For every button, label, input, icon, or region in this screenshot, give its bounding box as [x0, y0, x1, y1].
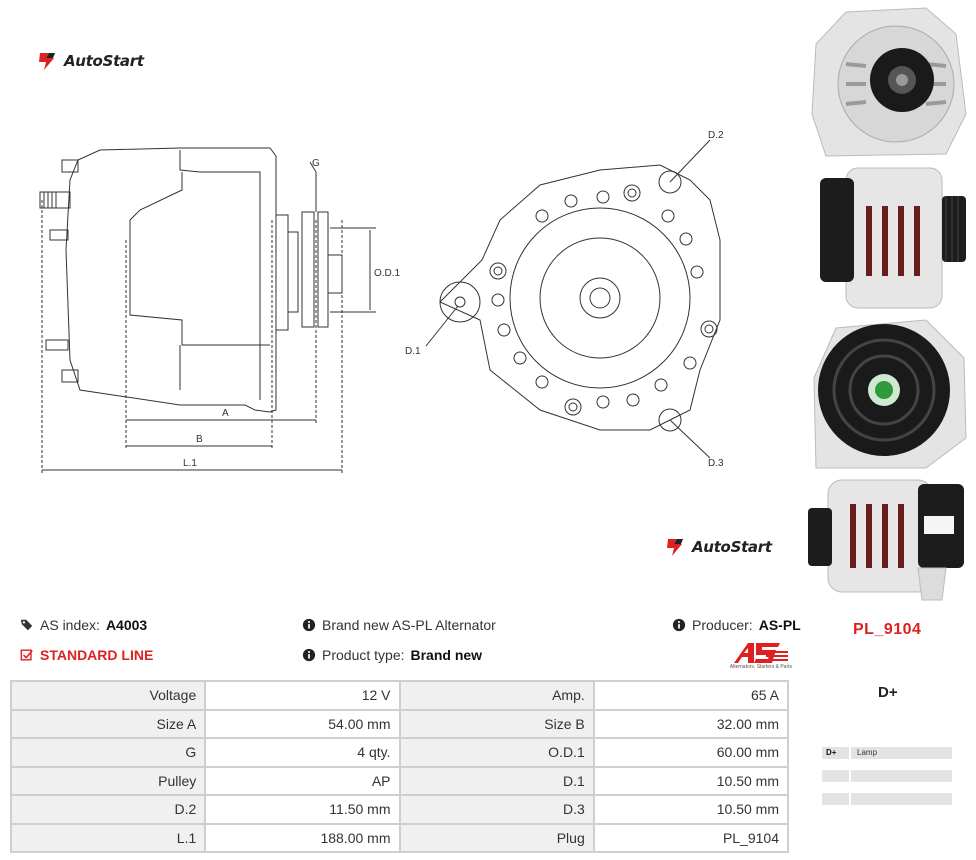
plug-pin-code: [822, 770, 849, 782]
label-d3: D.3: [708, 458, 724, 469]
spec-label: O.D.1: [398, 737, 595, 768]
as-index-label: AS index:: [40, 617, 100, 633]
front-view-housing: [439, 164, 721, 431]
as-pl-logo-mark: [734, 643, 788, 663]
autostart-logo-icon: [667, 539, 683, 556]
checkbox-icon: [20, 649, 33, 661]
spec-label: L.1: [9, 822, 207, 853]
plug-pin-desc: [851, 770, 952, 782]
plug-pin-desc: [851, 793, 952, 805]
pl-code: PL_9104: [853, 621, 922, 638]
table-row: Voltage 12 V Amp. 65 A: [9, 680, 790, 711]
brand-name-watermark: AutoStart: [692, 538, 772, 556]
product-photo-other-side[interactable]: [806, 474, 970, 606]
spec-value: AP: [204, 765, 401, 796]
alternator-front-image: [811, 7, 967, 157]
table-row: G 4 qty. O.D.1 60.00 mm: [9, 737, 790, 768]
product-photo-rear[interactable]: [806, 318, 970, 470]
autostart-logo-icon: [39, 53, 55, 70]
plug-pin-table: D+ Lamp: [822, 747, 952, 816]
technical-drawing: G O.D.1 A B L.1 D.1 D.2 D.3: [39, 130, 724, 475]
plug-row: [822, 793, 952, 805]
spec-value: PL_9104: [592, 822, 790, 853]
spec-value: 54.00 mm: [204, 708, 401, 739]
standard-line-text: STANDARD LINE: [40, 647, 154, 663]
producer-value: AS-PL: [758, 617, 801, 633]
spec-value: 188.00 mm: [204, 822, 401, 853]
spec-label: Plug: [398, 822, 595, 853]
as-pl-logo[interactable]: Alternators, Starters & Parts: [704, 642, 792, 672]
spec-label: Amp.: [398, 680, 595, 711]
brand-name: AutoStart: [64, 52, 144, 70]
plug-row: [822, 770, 952, 782]
info-icon: [302, 618, 316, 632]
plug-pin-desc: Lamp: [851, 747, 952, 759]
label-d2: D.2: [708, 130, 724, 141]
table-row: L.1 188.00 mm Plug PL_9104: [9, 822, 790, 853]
plug-pin-code: D+: [822, 747, 849, 759]
label-b: B: [196, 434, 203, 445]
table-row: D.2 11.50 mm D.3 10.50 mm: [9, 794, 790, 825]
table-row: Size A 54.00 mm Size B 32.00 mm: [9, 708, 790, 739]
spec-value: 32.00 mm: [592, 708, 790, 739]
as-pl-logo-caption: Alternators, Starters & Parts: [729, 664, 792, 670]
side-view-housing: [65, 147, 277, 413]
producer-info: Producer: AS-PL: [672, 617, 801, 633]
spec-value: 11.50 mm: [204, 794, 401, 825]
alternator-rear-image: [813, 319, 967, 469]
plug-row: D+ Lamp: [822, 747, 952, 759]
connector-title: D+: [878, 684, 898, 701]
info-icon: [302, 648, 316, 662]
product-type-label: Product type:: [322, 647, 405, 663]
spec-value: 65 A: [592, 680, 790, 711]
autostart-logo-bottom: AutoStart: [664, 536, 772, 558]
spec-table: Voltage 12 V Amp. 65 A Size A 54.00 mm S…: [9, 680, 790, 853]
spec-value: 10.50 mm: [592, 765, 790, 796]
spec-label: D.2: [9, 794, 207, 825]
plug-pin-code: [822, 793, 849, 805]
brand-new-text: Brand new AS-PL Alternator: [322, 617, 496, 633]
as-index-value: A4003: [105, 617, 148, 633]
label-g: G: [312, 158, 320, 169]
product-type-info: Product type: Brand new: [302, 647, 482, 663]
spec-label: Size A: [9, 708, 207, 739]
brand-new-info: Brand new AS-PL Alternator: [302, 617, 496, 633]
product-photo-front[interactable]: [806, 4, 970, 162]
spec-label: D.1: [398, 765, 595, 796]
spec-value: 60.00 mm: [592, 737, 790, 768]
autostart-logo-top[interactable]: AutoStart: [36, 50, 144, 72]
alternator-side-image: [820, 167, 966, 309]
label-l1: L.1: [183, 458, 197, 469]
product-type-value: Brand new: [410, 647, 483, 663]
spec-label: G: [9, 737, 207, 768]
label-od1: O.D.1: [374, 268, 401, 279]
as-index: AS index: A4003: [20, 617, 147, 633]
spec-label: Pulley: [9, 765, 207, 796]
product-photo-side[interactable]: [806, 162, 970, 312]
table-row: Pulley AP D.1 10.50 mm: [9, 765, 790, 796]
spec-value: 10.50 mm: [592, 794, 790, 825]
spec-label: Size B: [398, 708, 595, 739]
spec-label: D.3: [398, 794, 595, 825]
standard-line-badge: STANDARD LINE: [20, 647, 153, 663]
info-icon: [672, 618, 686, 632]
tags-icon: [20, 619, 33, 631]
label-d1: D.1: [405, 346, 421, 357]
spec-value: 4 qty.: [204, 737, 401, 768]
producer-label: Producer:: [692, 617, 753, 633]
label-a: A: [222, 408, 229, 419]
spec-label: Voltage: [9, 680, 207, 711]
alternator-other-side-image: [808, 479, 964, 601]
spec-value: 12 V: [204, 680, 401, 711]
